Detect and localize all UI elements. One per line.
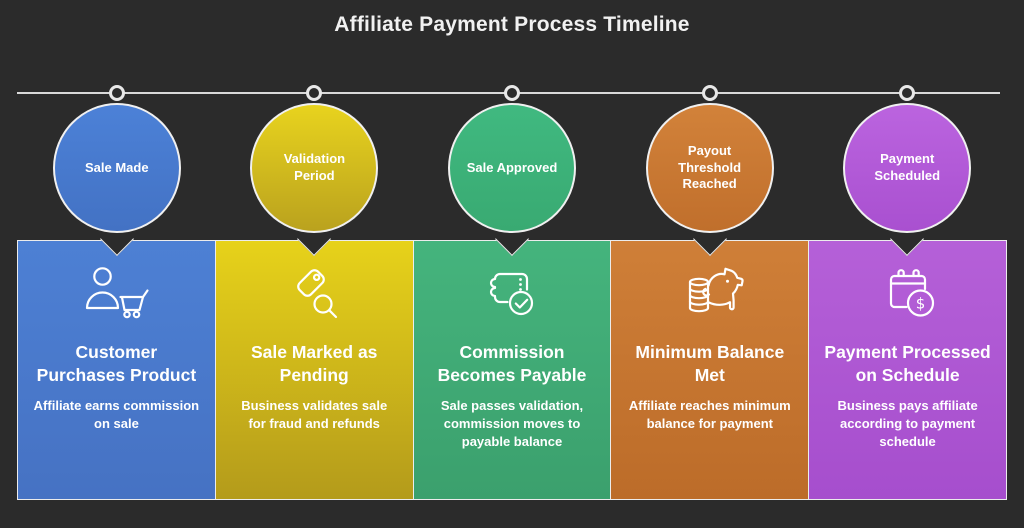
timeline-circle-payout-threshold: Payout Threshold Reached (645, 103, 774, 233)
page-title: Affiliate Payment Process Timeline (334, 13, 690, 36)
timeline-node-3 (504, 85, 520, 101)
circle-label: Sale Approved (466, 159, 558, 175)
svg-text:$: $ (915, 295, 925, 313)
circle-label: Validation Period (283, 151, 346, 183)
circle-label: Sale Made (85, 159, 149, 175)
card-heading: Minimum Balance Met (635, 342, 785, 386)
stage-cards-row: Customer Purchases Product Affiliate ear… (17, 240, 1007, 500)
timeline-node-2 (306, 85, 323, 101)
timeline-circle-sale-made: Sale Made (52, 103, 181, 233)
timeline-node-1 (108, 85, 125, 101)
tag-search-icon (216, 263, 413, 323)
timeline-node-5 (899, 85, 916, 101)
card-commission-becomes-payable: Commission Becomes Payable Sale passes v… (412, 240, 612, 500)
timeline-circle-payment-scheduled: Payment Scheduled (843, 103, 972, 233)
card-heading: Payment Processed on Schedule (824, 342, 991, 386)
card-description: Affiliate earns commission on sale (33, 398, 200, 432)
card-description: Sale passes validation, commission moves… (440, 398, 584, 450)
card-heading: Commission Becomes Payable (437, 342, 587, 386)
card-description: Business validates sale for fraud and re… (241, 398, 388, 432)
timeline-circle-validation-period: Validation Period (250, 103, 379, 233)
ticket-check-icon (414, 263, 611, 323)
calendar-payment-icon: $ (809, 263, 1006, 323)
card-minimum-balance-met: Minimum Balance Met Affiliate reaches mi… (610, 240, 810, 500)
card-payment-processed-on-schedule: $ Payment Processed on Schedule Business… (808, 240, 1007, 500)
card-description: Business pays affiliate according to pay… (837, 398, 978, 450)
card-heading: Sale Marked as Pending (250, 342, 378, 386)
card-customer-purchases-product: Customer Purchases Product Affiliate ear… (17, 240, 216, 500)
timeline-node-4 (701, 85, 718, 101)
card-description: Affiliate reaches minimum balance for pa… (628, 398, 791, 432)
circle-label: Payment Scheduled (874, 151, 941, 183)
person-cart-icon (18, 263, 215, 323)
circle-label: Payout Threshold Reached (678, 142, 742, 192)
card-heading: Customer Purchases Product (36, 342, 197, 386)
card-sale-marked-as-pending: Sale Marked as Pending Business validate… (214, 240, 414, 500)
piggy-bank-savings-icon (611, 263, 808, 323)
timeline-circle-sale-approved: Sale Approved (448, 103, 576, 233)
